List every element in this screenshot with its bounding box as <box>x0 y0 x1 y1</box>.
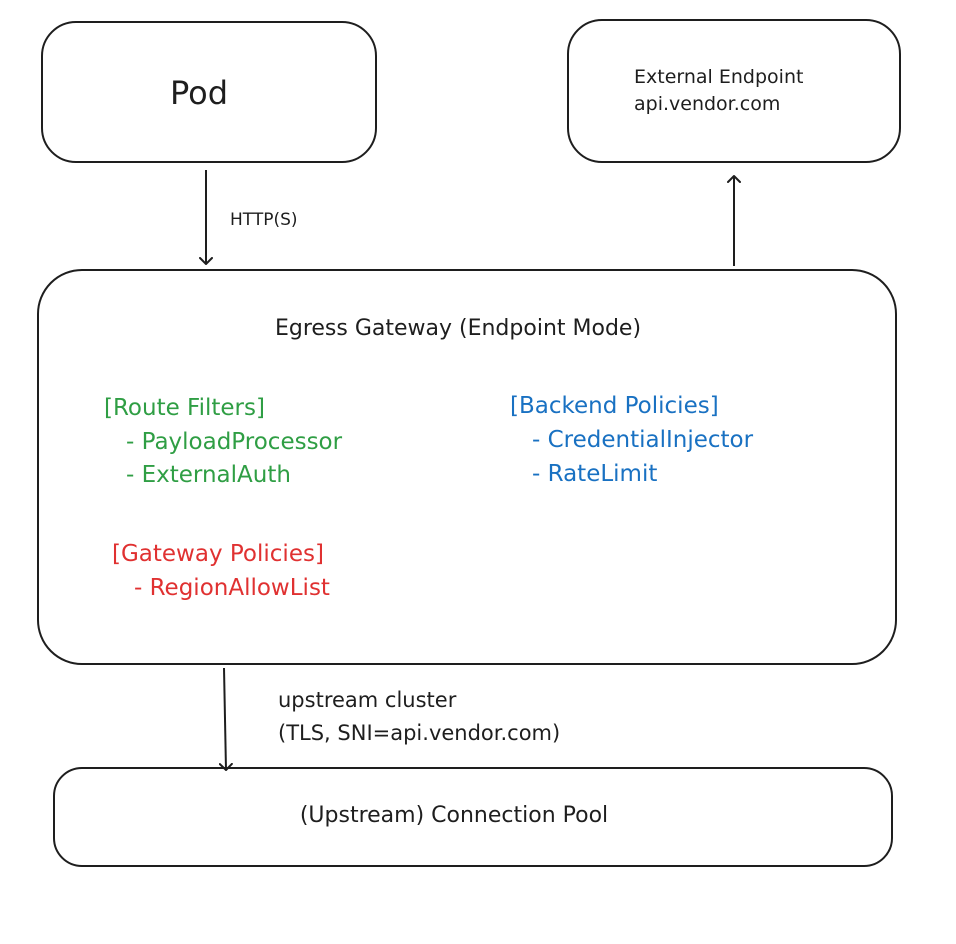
backend-policies-group: [Backend Policies] - CredentialInjector … <box>510 393 754 487</box>
connection-pool-label: (Upstream) Connection Pool <box>300 803 608 828</box>
route-filters-header: [Route Filters] <box>104 395 265 421</box>
gateway-policy-item: - RegionAllowList <box>134 575 330 601</box>
connection-pool-node: (Upstream) Connection Pool <box>53 767 893 867</box>
edge-pod-to-gateway: HTTP(S) <box>199 170 298 265</box>
external-endpoint-node: External Endpoint api.vendor.com <box>567 19 901 163</box>
gateway-policies-group: [Gateway Policies] - RegionAllowList <box>112 541 330 601</box>
external-endpoint-host: api.vendor.com <box>634 93 780 115</box>
route-filter-item: - ExternalAuth <box>126 462 291 488</box>
gateway-policies-header: [Gateway Policies] <box>112 541 324 567</box>
backend-policies-header: [Backend Policies] <box>510 393 719 419</box>
gateway-title: Egress Gateway (Endpoint Mode) <box>275 316 641 341</box>
egress-gateway-node: Egress Gateway (Endpoint Mode) [Route Fi… <box>37 269 897 665</box>
arrow-down-icon <box>218 667 233 771</box>
route-filter-item: - PayloadProcessor <box>126 429 343 455</box>
external-endpoint-title: External Endpoint <box>634 66 803 88</box>
upstream-tls-label: (TLS, SNI=api.vendor.com) <box>278 721 560 745</box>
route-filters-group: [Route Filters] - PayloadProcessor - Ext… <box>104 395 343 488</box>
backend-policy-item: - RateLimit <box>532 461 657 487</box>
pod-label: Pod <box>170 74 228 112</box>
backend-policy-item: - CredentialInjector <box>532 427 754 453</box>
upstream-cluster-label: upstream cluster <box>278 688 457 712</box>
edge-protocol-label: HTTP(S) <box>230 210 298 230</box>
edge-gateway-to-pool: upstream cluster (TLS, SNI=api.vendor.co… <box>218 667 560 771</box>
pod-node: Pod <box>41 21 377 163</box>
